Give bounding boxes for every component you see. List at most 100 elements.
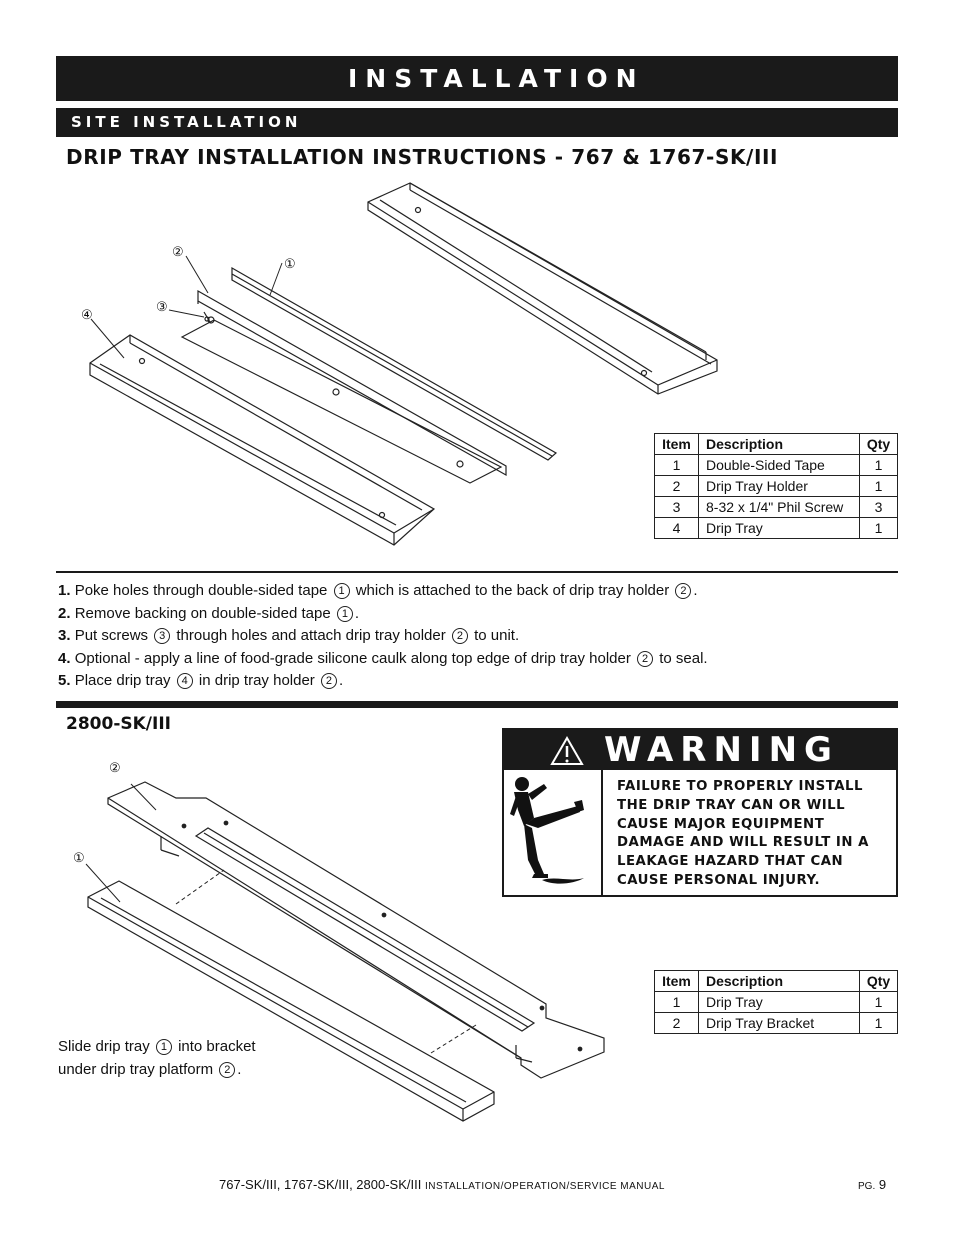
table-row: 2 Drip Tray Holder 1 <box>654 475 898 497</box>
step-text: to unit. <box>474 627 520 644</box>
header-qty: Qty <box>859 970 898 992</box>
item-ref-badge: 1 <box>333 583 350 599</box>
cell-description: Drip Tray Holder <box>698 475 860 497</box>
table-header-row: Item Description Qty <box>654 970 898 992</box>
section-divider <box>56 701 898 708</box>
subsection-banner: SITE INSTALLATION <box>56 108 898 137</box>
item-ref-badge: 1 <box>155 1039 172 1055</box>
page-heading: DRIP TRAY INSTALLATION INSTRUCTIONS - 76… <box>66 145 779 169</box>
unit-rail-illustration <box>367 182 718 395</box>
page-number: PG. 9 <box>858 1177 886 1192</box>
warning-header: WARNING <box>504 730 896 770</box>
step-3: 3. Put screws 3 through holes and attach… <box>58 625 708 648</box>
cell-item: 1 <box>654 991 699 1013</box>
step-text: which is attached to the back of drip tr… <box>355 582 670 599</box>
warning-box: WARNING FAILURE TO PROPERLY INSTALL THE … <box>502 728 898 897</box>
footer-manual-title: INSTALLATION/OPERATION/SERVICE MANUAL <box>424 1181 665 1192</box>
step-number: 2. <box>58 604 71 622</box>
cell-description: Drip Tray <box>698 991 860 1013</box>
item-ref-badge: 4 <box>176 673 193 689</box>
step-text: . <box>693 582 698 599</box>
item-ref-badge: 2 <box>637 650 654 667</box>
step-4: 4. Optional - apply a line of food-grade… <box>58 648 708 671</box>
header-item: Item <box>654 433 699 455</box>
caption-text: into bracket <box>178 1038 256 1055</box>
table-row: 1 Drip Tray 1 <box>654 991 898 1013</box>
caption-text: under drip tray platform <box>58 1060 214 1078</box>
header-description: Description <box>698 433 860 455</box>
step-text: Optional - apply a line of food-grade si… <box>74 649 631 667</box>
table-row: 2 Drip Tray Bracket 1 <box>654 1012 898 1034</box>
falling-person-icon <box>510 777 584 884</box>
cell-qty: 3 <box>859 496 898 518</box>
cell-description: Drip Tray <box>698 517 860 539</box>
cell-qty: 1 <box>859 1012 898 1034</box>
warning-text: FAILURE TO PROPERLY INSTALL THE DRIP TRA… <box>617 779 869 888</box>
table-row: 4 Drip Tray 1 <box>654 517 898 539</box>
caption-text: . <box>237 1060 242 1078</box>
step-1: 1. Poke holes through double-sided tape … <box>58 580 708 603</box>
step-text: Poke holes through double-sided tape <box>74 582 328 599</box>
caption-line: under drip tray platform 2. <box>58 1059 256 1082</box>
header-qty: Qty <box>859 433 898 455</box>
page-value: 9 <box>875 1177 887 1192</box>
parts-table-2800: Item Description Qty 1 Drip Tray 1 2 Dri… <box>654 970 898 1034</box>
cell-description: Drip Tray Bracket <box>698 1012 860 1034</box>
header-description: Description <box>698 970 860 992</box>
footer: 767-SK/III, 1767-SK/III, 2800-SK/III INS… <box>219 1177 665 1192</box>
header-item: Item <box>654 970 699 992</box>
step-text: through holes and attach drip tray holde… <box>176 627 446 644</box>
step-text: Place drip tray <box>74 672 171 689</box>
drip-tray-exploded-diagram: ① ② ③ ④ <box>81 182 718 546</box>
cell-item: 2 <box>654 475 699 497</box>
step-text: . <box>354 604 360 622</box>
step-5: 5. Place drip tray 4 in drip tray holder… <box>58 670 708 693</box>
item-ref-badge: 1 <box>336 605 353 622</box>
double-sided-tape-illustration <box>231 266 558 461</box>
instruction-steps: 1. Poke holes through double-sided tape … <box>58 580 708 693</box>
diagram-caption: Slide drip tray 1 into bracket under dri… <box>58 1036 256 1081</box>
callout-4: ④ <box>81 307 93 322</box>
section-banner: INSTALLATION <box>56 56 898 101</box>
footer-models: 767-SK/III, 1767-SK/III, 2800-SK/III <box>219 1177 425 1192</box>
item-ref-badge: 2 <box>219 1061 236 1078</box>
cell-qty: 1 <box>859 454 898 476</box>
warning-title: WARNING <box>604 730 839 770</box>
warning-triangle-icon <box>550 736 584 765</box>
step-2: 2. Remove backing on double-sided tape 1… <box>58 603 708 626</box>
page-prefix: PG. <box>858 1181 876 1192</box>
table-row: 3 8-32 x 1/4" Phil Screw 3 <box>654 496 898 518</box>
drip-tray-bracket-illustration <box>107 781 605 1079</box>
parts-table-767: Item Description Qty 1 Double-Sided Tape… <box>654 433 898 539</box>
cell-qty: 1 <box>859 991 898 1013</box>
callout-1-2800: ① <box>73 850 85 865</box>
caption-text: Slide drip tray <box>58 1038 150 1055</box>
caption-line: Slide drip tray 1 into bracket <box>58 1036 256 1059</box>
drip-tray-illustration-2800 <box>87 880 495 1122</box>
callout-2: ② <box>172 244 184 259</box>
cell-qty: 1 <box>859 475 898 497</box>
step-number: 1. <box>58 582 71 599</box>
step-number: 4. <box>58 649 71 667</box>
section-title: INSTALLATION <box>348 64 645 93</box>
table-row: 1 Double-Sided Tape 1 <box>654 454 898 476</box>
step-text: to seal. <box>659 649 708 667</box>
callout-1: ① <box>284 256 296 271</box>
cell-item: 3 <box>654 496 699 518</box>
cell-description: Double-Sided Tape <box>698 454 860 476</box>
subsection-title: SITE INSTALLATION <box>71 113 302 131</box>
model-heading: 2800-SK/III <box>66 714 171 734</box>
step-text: Remove backing on double-sided tape <box>74 604 331 622</box>
cell-qty: 1 <box>859 517 898 539</box>
drip-tray-holder-illustration <box>180 289 507 484</box>
slip-hazard-pictogram <box>504 770 603 895</box>
screws-illustration <box>203 311 211 323</box>
item-ref-badge: 2 <box>675 583 692 599</box>
divider <box>56 571 898 573</box>
cell-item: 1 <box>654 454 699 476</box>
step-number: 3. <box>58 627 71 644</box>
item-ref-badge: 3 <box>154 628 171 644</box>
step-text: in drip tray holder <box>198 672 315 689</box>
drip-tray-2800-diagram: ② ① <box>73 760 605 1122</box>
callout-2-2800: ② <box>109 760 121 775</box>
